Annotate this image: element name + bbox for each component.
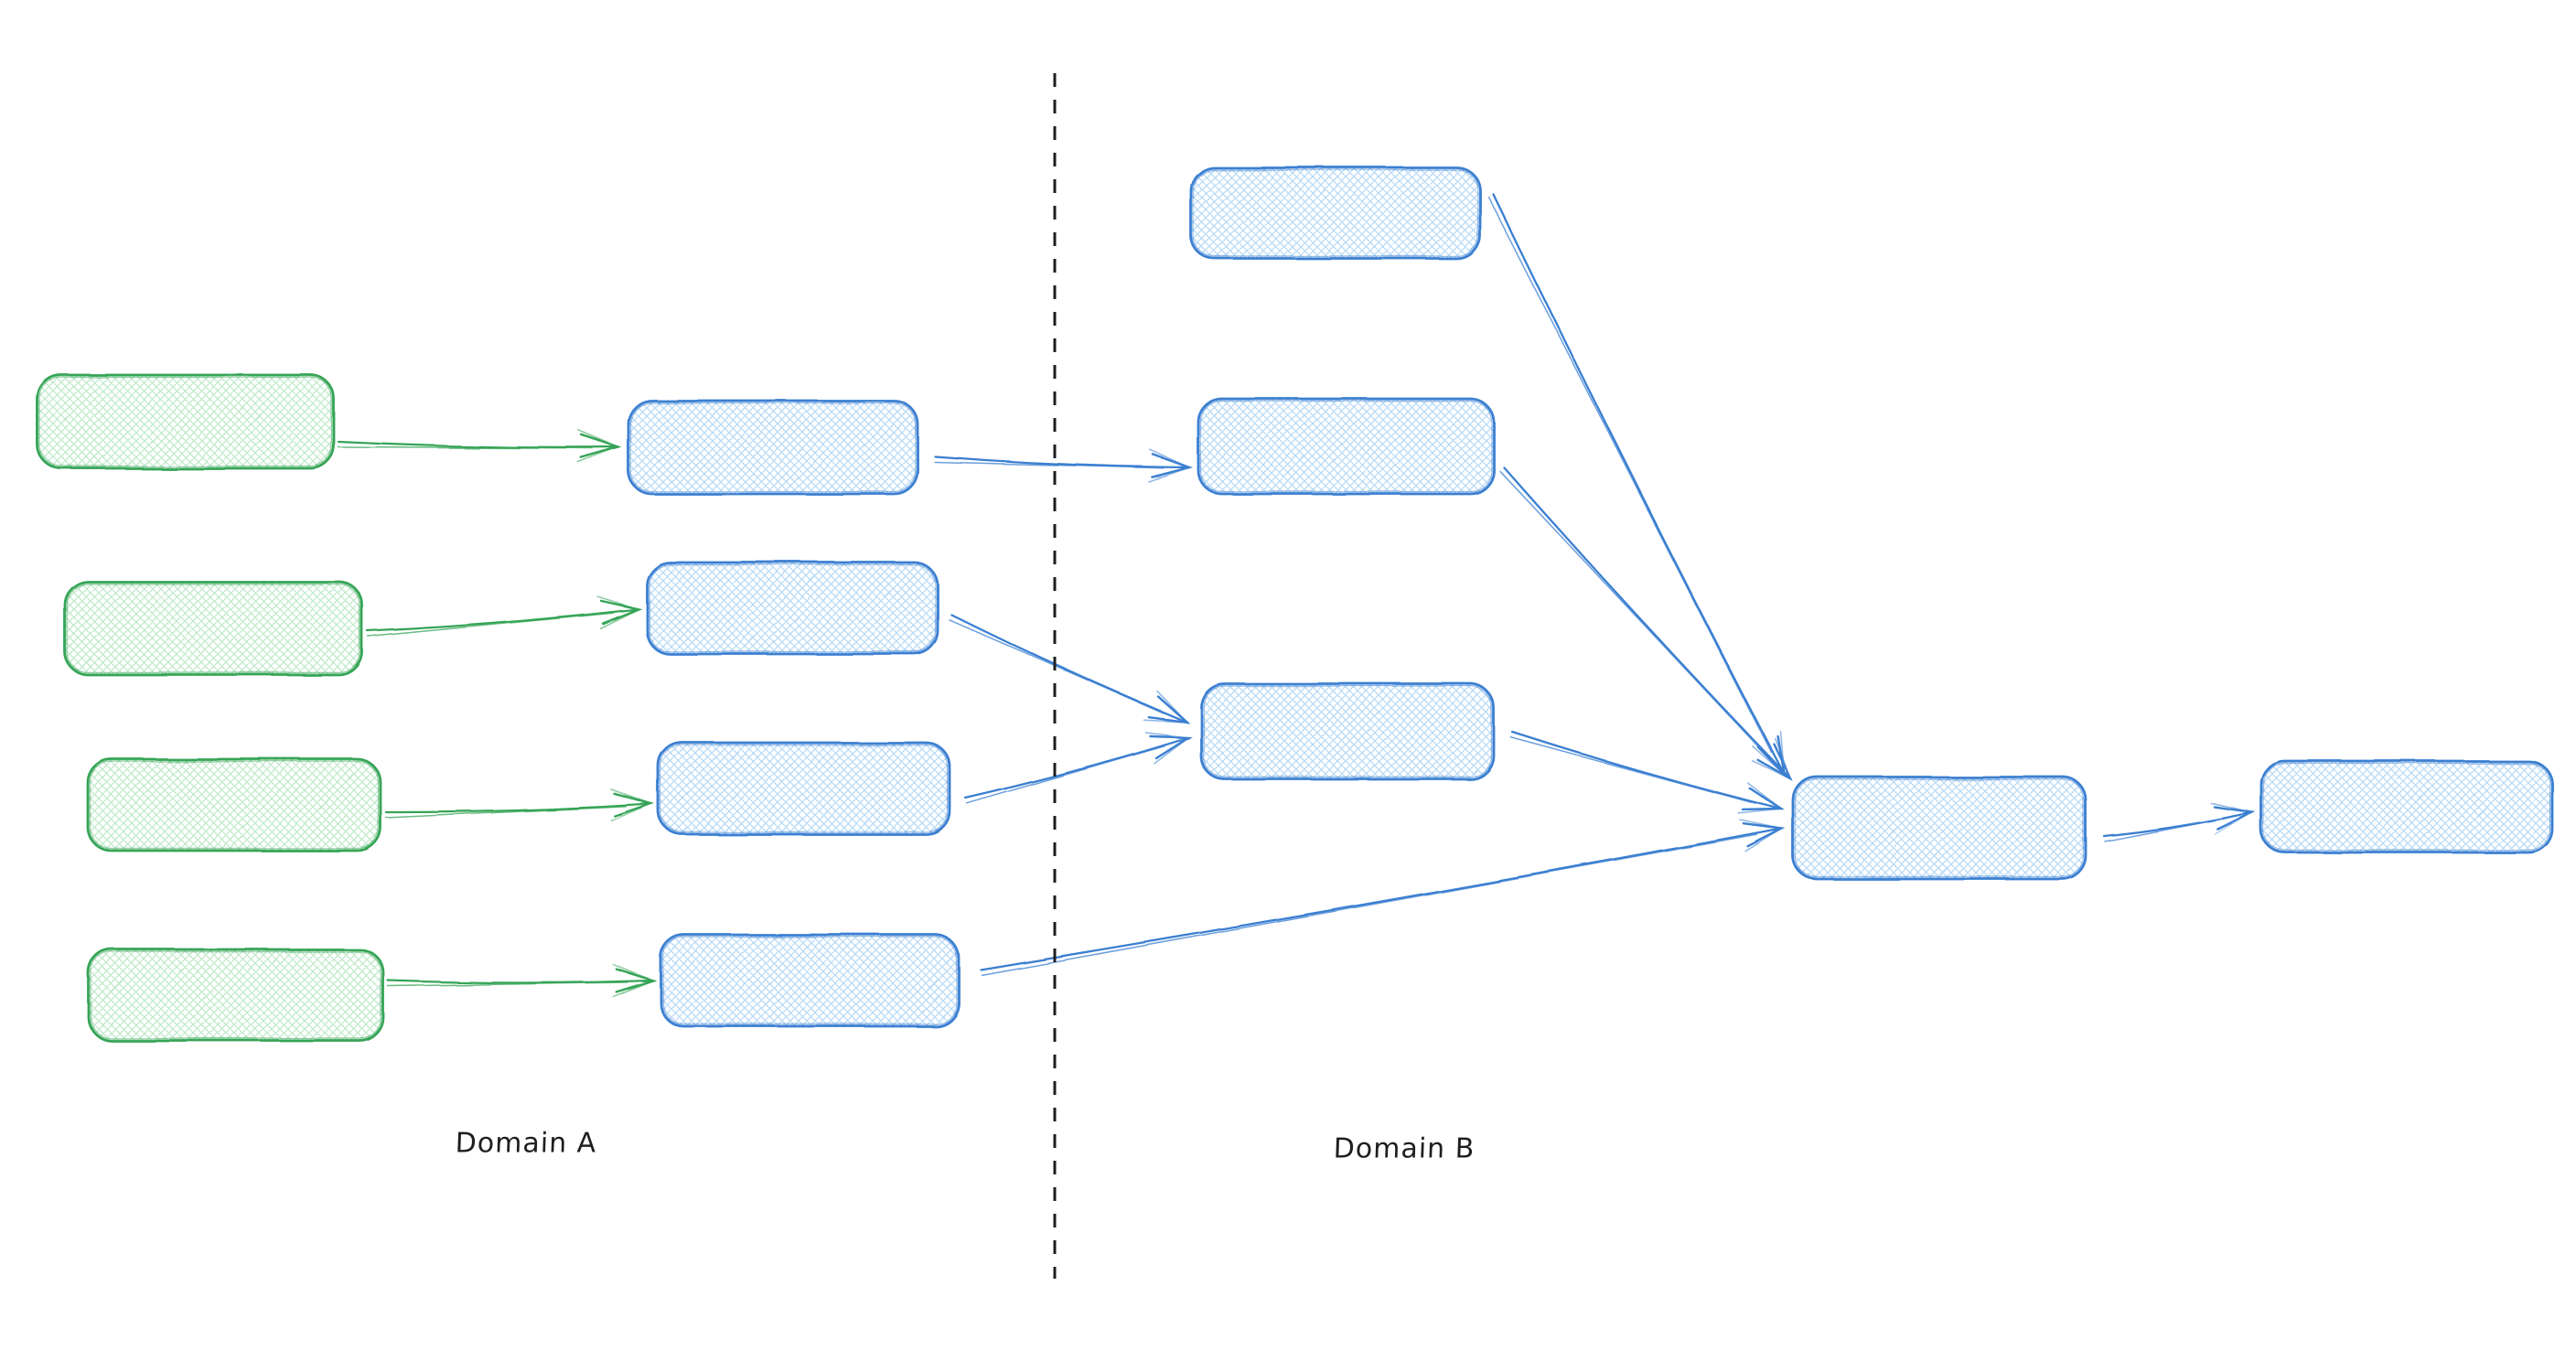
arrowhead-icon bbox=[596, 595, 641, 629]
domain-b-label[interactable]: Domain B bbox=[1333, 1132, 1476, 1165]
edge-line bbox=[386, 979, 655, 984]
edge-a-stage-2-to-b-node-3[interactable] bbox=[948, 613, 1190, 724]
node-rect bbox=[1197, 397, 1496, 496]
node-rect-sketch bbox=[1202, 685, 1493, 778]
node-rect bbox=[63, 580, 364, 677]
edge-a-source-1-to-a-stage-1[interactable] bbox=[337, 429, 623, 464]
edge-line-sketch bbox=[981, 834, 1758, 976]
arrowhead-icon bbox=[1739, 819, 1785, 852]
node-rect bbox=[36, 373, 336, 470]
edge-line bbox=[963, 735, 1190, 799]
node-rect bbox=[657, 741, 951, 836]
node-rect bbox=[1189, 166, 1482, 261]
node-rect bbox=[86, 757, 382, 852]
node-a-source-4[interactable] bbox=[87, 948, 385, 1043]
arrowhead-icon bbox=[2209, 801, 2255, 835]
edge-line-sketch bbox=[385, 806, 627, 819]
node-a-source-3[interactable] bbox=[86, 757, 382, 852]
edge-b-node-2-to-b-merge[interactable] bbox=[1498, 466, 1793, 781]
edge-line bbox=[950, 613, 1188, 724]
edge-line bbox=[979, 827, 1784, 971]
edge-b-merge-to-b-output[interactable] bbox=[2102, 801, 2257, 842]
edge-a-stage-3-to-b-node-3[interactable] bbox=[963, 731, 1192, 804]
node-rect bbox=[2259, 759, 2554, 854]
edge-line-sketch bbox=[965, 745, 1165, 804]
edge-layer bbox=[337, 192, 2257, 998]
edge-line-sketch bbox=[933, 461, 1165, 469]
edge-a-stage-4-to-b-merge[interactable] bbox=[979, 819, 1786, 976]
node-b-merge[interactable] bbox=[1791, 775, 2088, 881]
node-rect-sketch bbox=[66, 583, 361, 674]
node-b-output[interactable] bbox=[2259, 759, 2554, 854]
node-a-stage-2[interactable] bbox=[645, 561, 939, 656]
node-rect-sketch bbox=[90, 950, 382, 1040]
node-rect bbox=[645, 561, 939, 656]
edge-a-stage-1-to-b-node-2[interactable] bbox=[933, 448, 1194, 483]
edge-b-node-3-to-b-merge[interactable] bbox=[1509, 730, 1785, 814]
edge-line bbox=[366, 607, 640, 633]
node-a-stage-1[interactable] bbox=[627, 399, 919, 496]
edge-line-sketch bbox=[1498, 470, 1773, 762]
node-b-node-3[interactable] bbox=[1199, 682, 1496, 781]
node-rect-sketch bbox=[629, 402, 917, 493]
node-rect-sketch bbox=[660, 744, 949, 833]
edge-line-sketch bbox=[367, 612, 615, 638]
node-rect bbox=[1791, 775, 2088, 881]
edge-a-source-3-to-a-stage-3[interactable] bbox=[384, 788, 656, 822]
arrowhead-icon bbox=[1147, 448, 1192, 483]
domain-a-label[interactable]: Domain A bbox=[455, 1127, 597, 1160]
node-rect bbox=[87, 948, 385, 1043]
edge-line bbox=[1510, 730, 1783, 810]
node-rect-sketch bbox=[661, 936, 958, 1025]
edge-line-sketch bbox=[1509, 736, 1757, 804]
edge-line-sketch bbox=[2104, 817, 2228, 842]
edge-line-sketch bbox=[387, 981, 628, 987]
node-rect bbox=[627, 399, 919, 496]
edge-line bbox=[1502, 466, 1792, 780]
node-a-stage-4[interactable] bbox=[659, 933, 961, 1028]
edge-line-sketch bbox=[1487, 195, 1772, 753]
arrowhead-icon bbox=[1750, 737, 1792, 780]
edge-a-source-4-to-a-stage-4[interactable] bbox=[386, 963, 658, 998]
node-rect-sketch bbox=[38, 376, 333, 467]
arrowhead-icon bbox=[1143, 690, 1188, 723]
node-rect-sketch bbox=[1794, 777, 2085, 878]
arrowhead-icon bbox=[1144, 731, 1191, 765]
node-a-source-2[interactable] bbox=[63, 580, 364, 677]
arrowhead-icon bbox=[610, 788, 654, 822]
node-rect bbox=[1199, 682, 1496, 781]
node-a-source-1[interactable] bbox=[36, 373, 336, 470]
edge-line bbox=[2102, 810, 2254, 838]
node-rect-sketch bbox=[1199, 400, 1493, 493]
node-b-node-1[interactable] bbox=[1189, 166, 1482, 261]
edge-line bbox=[337, 440, 620, 449]
edge-line bbox=[933, 455, 1191, 469]
arrowhead-icon bbox=[612, 963, 656, 998]
node-layer bbox=[36, 166, 2554, 1043]
node-rect-sketch bbox=[648, 563, 937, 653]
edge-line-sketch bbox=[338, 446, 594, 450]
node-rect-sketch bbox=[1192, 168, 1479, 258]
node-rect-sketch bbox=[89, 760, 380, 850]
node-rect-sketch bbox=[2262, 762, 2551, 852]
node-b-node-2[interactable] bbox=[1197, 397, 1496, 496]
edge-a-source-2-to-a-stage-2[interactable] bbox=[366, 595, 643, 638]
arrowhead-icon bbox=[1737, 781, 1784, 814]
diagram-content bbox=[36, 166, 2554, 1043]
arrowhead-icon bbox=[577, 429, 621, 464]
node-rect bbox=[659, 933, 961, 1028]
edge-line bbox=[1491, 192, 1786, 776]
edge-line bbox=[384, 802, 653, 814]
node-a-stage-3[interactable] bbox=[657, 741, 951, 836]
edge-b-node-1-to-b-merge[interactable] bbox=[1487, 192, 1786, 777]
